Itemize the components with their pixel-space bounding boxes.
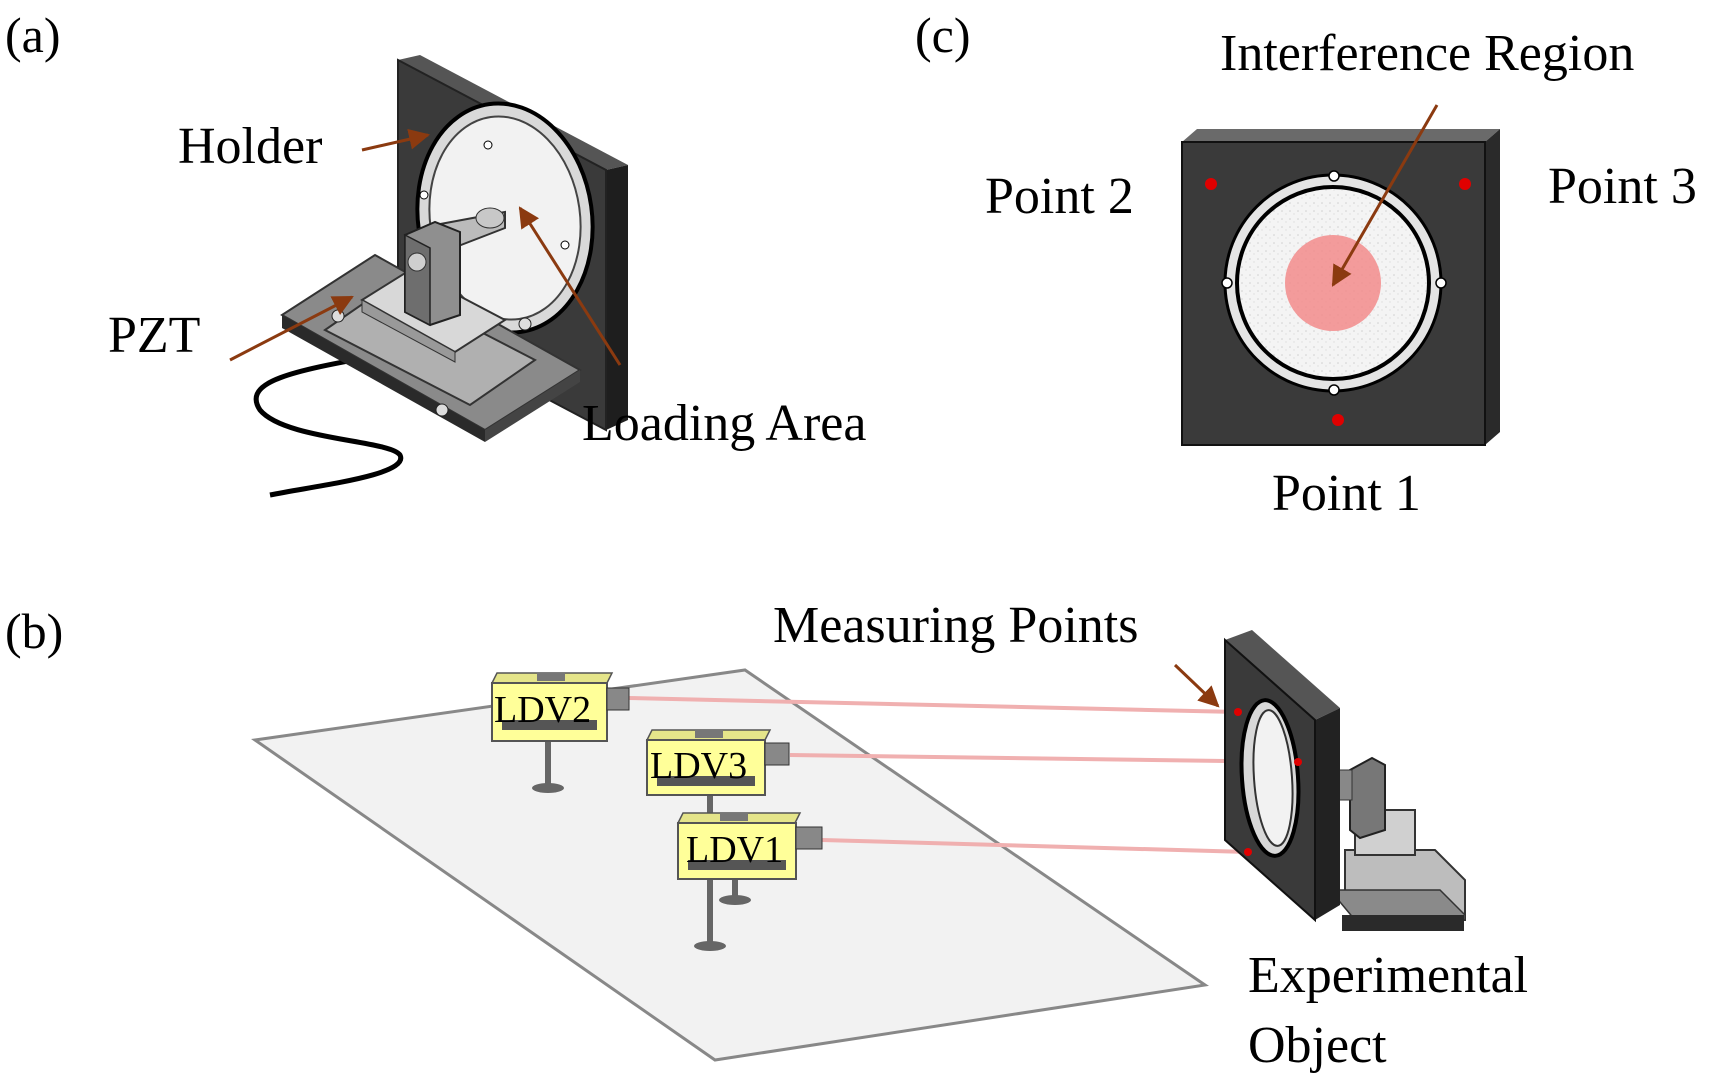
point-2-dot	[1205, 178, 1217, 190]
interference-arrow	[1331, 104, 1439, 287]
front-plate-top	[1182, 129, 1500, 142]
ldv1-unit	[676, 812, 823, 905]
point-1-dot	[1332, 414, 1344, 426]
label-ldv1: LDV1	[686, 829, 783, 871]
holder-plate-side	[606, 165, 628, 430]
base-side	[485, 370, 580, 442]
front-plate-side	[1485, 129, 1500, 445]
label-point-3: Point 3	[1548, 158, 1697, 215]
label-ldv3: LDV3	[650, 745, 747, 787]
panel-label-a: (a)	[5, 7, 61, 63]
panel-label-b: (b)	[5, 603, 63, 659]
measuring-point-bottom	[1244, 848, 1252, 856]
label-measuring-points: Measuring Points	[773, 597, 1138, 654]
holder-arrow	[361, 128, 431, 152]
label-holder: Holder	[178, 118, 322, 175]
pzt-cable	[253, 352, 404, 498]
measuring-points-arrow	[1173, 663, 1220, 708]
label-experimental-object-1: Experimental	[1248, 947, 1528, 1004]
experimental-object	[1224, 630, 1466, 931]
panel-a-apparatus	[229, 55, 628, 498]
label-interference-region: Interference Region	[1220, 25, 1634, 82]
label-ldv2: LDV2	[494, 689, 591, 731]
ldv2-unit	[490, 672, 630, 793]
point-3-dot	[1459, 178, 1471, 190]
measuring-point-top	[1234, 708, 1242, 716]
label-loading-area: Loading Area	[582, 395, 866, 452]
beam-ldv3	[789, 753, 1299, 764]
label-point-1: Point 1	[1272, 465, 1421, 522]
label-point-2: Point 2	[985, 168, 1134, 225]
panel-c-front-view	[1181, 104, 1500, 446]
panel-b-setup	[251, 630, 1466, 1062]
measuring-point-right	[1294, 758, 1302, 766]
loading-area-arrow	[518, 206, 622, 366]
label-experimental-object-2: Object	[1248, 1017, 1387, 1074]
label-pzt: PZT	[108, 307, 200, 364]
beam-ldv2	[627, 696, 1239, 714]
panel-label-c: (c)	[915, 7, 971, 63]
ldv3-unit	[645, 729, 790, 951]
beam-ldv1	[821, 838, 1249, 854]
pzt-arrow	[229, 295, 354, 362]
base-front	[282, 315, 485, 442]
